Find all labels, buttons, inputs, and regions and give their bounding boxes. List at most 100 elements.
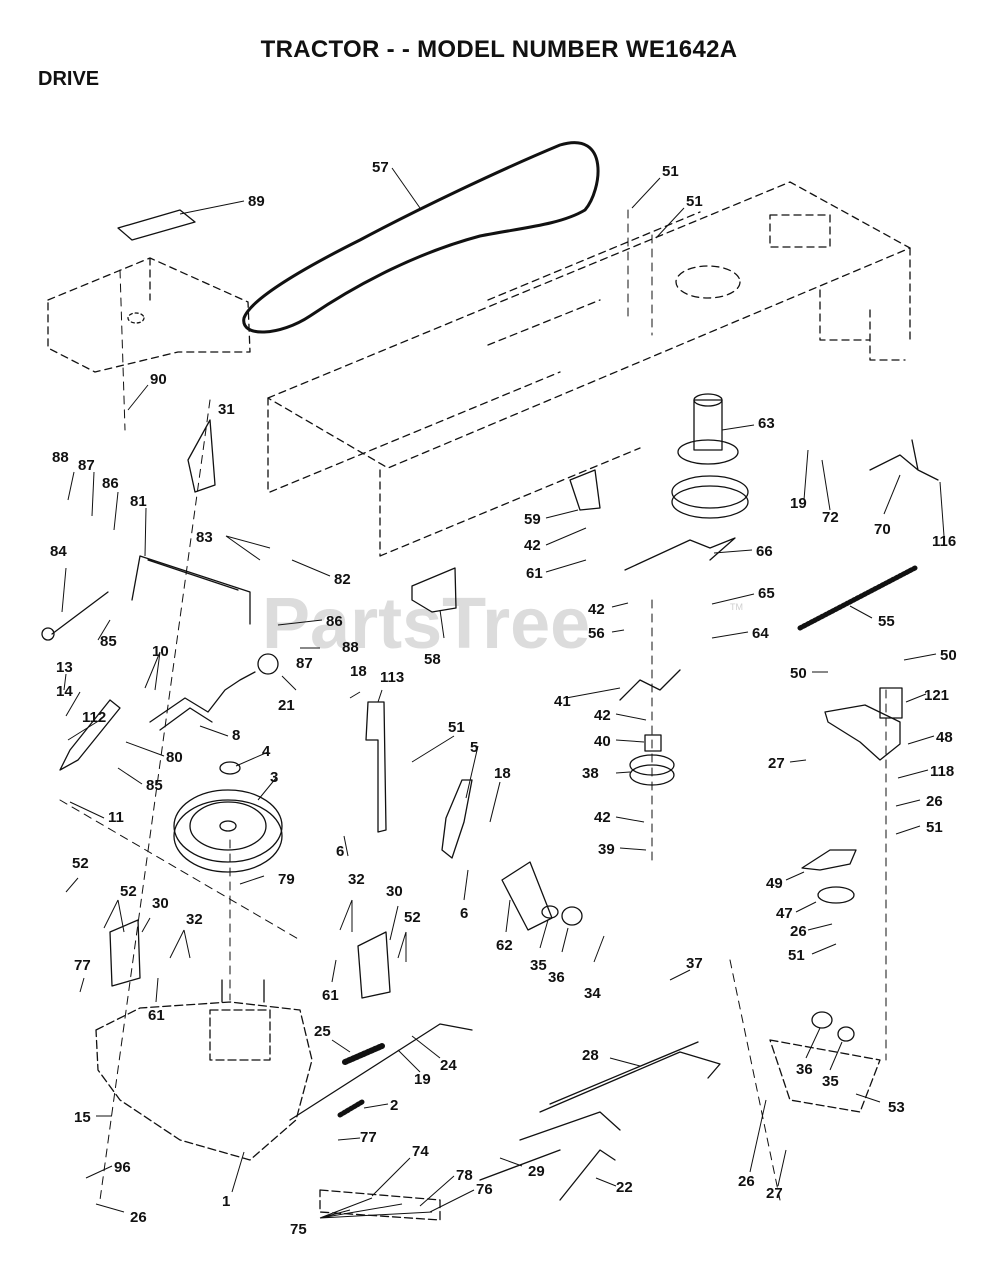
callout-26: 26 <box>790 923 807 940</box>
callout-labels: 57 51 51 89 90 31 63 19 72 70 116 88 87 … <box>50 159 957 1238</box>
section-title: DRIVE <box>38 68 100 90</box>
callout-61: 61 <box>148 1007 165 1024</box>
callout-50: 50 <box>940 647 957 664</box>
shift-lever <box>131 555 251 625</box>
callout-38: 38 <box>582 765 599 782</box>
callout-85: 85 <box>100 633 117 650</box>
callout-14: 14 <box>56 683 73 700</box>
callout-51: 51 <box>686 193 703 210</box>
callout-51: 51 <box>662 163 679 180</box>
callout-32: 32 <box>186 911 203 928</box>
callout-62: 62 <box>496 937 513 954</box>
callout-121: 121 <box>924 687 949 704</box>
callout-55: 55 <box>878 613 895 630</box>
drive-belt <box>242 141 600 334</box>
callout-61: 61 <box>322 987 339 1004</box>
callout-87: 87 <box>296 655 313 672</box>
callout-118: 118 <box>930 763 954 780</box>
callout-26: 26 <box>738 1173 755 1190</box>
callout-88: 88 <box>52 449 69 466</box>
callout-6: 6 <box>336 843 344 860</box>
callout-116: 116 <box>932 533 956 550</box>
callout-29: 29 <box>528 1163 545 1180</box>
callout-19: 19 <box>414 1071 431 1088</box>
callout-10: 10 <box>152 643 169 660</box>
transaxle <box>95 1001 313 1161</box>
callout-56: 56 <box>588 625 605 642</box>
callout-86: 86 <box>102 475 119 492</box>
hood <box>47 257 251 373</box>
callout-37: 37 <box>686 955 703 972</box>
callout-13: 13 <box>56 659 73 676</box>
callout-35: 35 <box>530 957 547 974</box>
callout-30: 30 <box>386 883 403 900</box>
callout-34: 34 <box>584 985 601 1002</box>
callout-18: 18 <box>494 765 511 782</box>
transmission-pulley <box>173 789 283 873</box>
watermark-tm: TM <box>730 602 743 612</box>
callout-40: 40 <box>594 733 611 750</box>
callout-75: 75 <box>290 1221 307 1238</box>
callout-85: 85 <box>146 777 163 794</box>
callout-32: 32 <box>348 871 365 888</box>
callout-53: 53 <box>888 1099 905 1116</box>
callout-79: 79 <box>278 871 295 888</box>
callout-82: 82 <box>334 571 351 588</box>
callout-18: 18 <box>350 663 367 680</box>
watermark-text: PartsTree <box>262 584 590 664</box>
callout-59: 59 <box>524 511 541 528</box>
callout-78: 78 <box>456 1167 473 1184</box>
callout-22: 22 <box>616 1179 633 1196</box>
callout-27: 27 <box>768 755 785 772</box>
callout-41: 41 <box>554 693 571 710</box>
tractor-frame <box>267 181 911 557</box>
callout-50: 50 <box>790 665 807 682</box>
callout-2: 2 <box>390 1097 398 1114</box>
callout-36: 36 <box>796 1061 813 1078</box>
callout-84: 84 <box>50 543 67 560</box>
callout-64: 64 <box>752 625 769 642</box>
callout-36: 36 <box>548 969 565 986</box>
callout-88: 88 <box>342 639 359 656</box>
callout-74: 74 <box>412 1143 429 1160</box>
callout-77: 77 <box>74 957 91 974</box>
callout-25: 25 <box>314 1023 331 1040</box>
callout-21: 21 <box>278 697 295 714</box>
callout-77: 77 <box>360 1129 377 1146</box>
callout-6: 6 <box>460 905 468 922</box>
callout-86: 86 <box>326 613 343 630</box>
callout-8: 8 <box>232 727 240 744</box>
callout-66: 66 <box>756 543 773 560</box>
callout-26: 26 <box>130 1209 147 1226</box>
callout-113: 113 <box>380 669 404 686</box>
callout-51: 51 <box>448 719 465 736</box>
callout-15: 15 <box>74 1109 91 1126</box>
callout-31: 31 <box>218 401 235 418</box>
page-title: TRACTOR - - MODEL NUMBER WE1642A <box>260 36 738 63</box>
callout-83: 83 <box>196 529 213 546</box>
callout-24: 24 <box>440 1057 457 1074</box>
callout-49: 49 <box>766 875 783 892</box>
callout-19: 19 <box>790 495 807 512</box>
callout-30: 30 <box>152 895 169 912</box>
callout-89: 89 <box>248 193 265 210</box>
callout-87: 87 <box>78 457 95 474</box>
callout-52: 52 <box>120 883 137 900</box>
callout-63: 63 <box>758 415 775 432</box>
callout-72: 72 <box>822 509 839 526</box>
callout-11: 11 <box>108 809 124 826</box>
callout-5: 5 <box>470 739 478 756</box>
callout-42: 42 <box>594 707 611 724</box>
callout-39: 39 <box>598 841 615 858</box>
callout-52: 52 <box>72 855 89 872</box>
callout-51: 51 <box>926 819 943 836</box>
callout-27: 27 <box>766 1185 783 1202</box>
callout-80: 80 <box>166 749 183 766</box>
callout-96: 96 <box>114 1159 131 1176</box>
callout-90: 90 <box>150 371 167 388</box>
callout-65: 65 <box>758 585 775 602</box>
callout-76: 76 <box>476 1181 493 1198</box>
callout-26: 26 <box>926 793 943 810</box>
callout-52: 52 <box>404 909 421 926</box>
